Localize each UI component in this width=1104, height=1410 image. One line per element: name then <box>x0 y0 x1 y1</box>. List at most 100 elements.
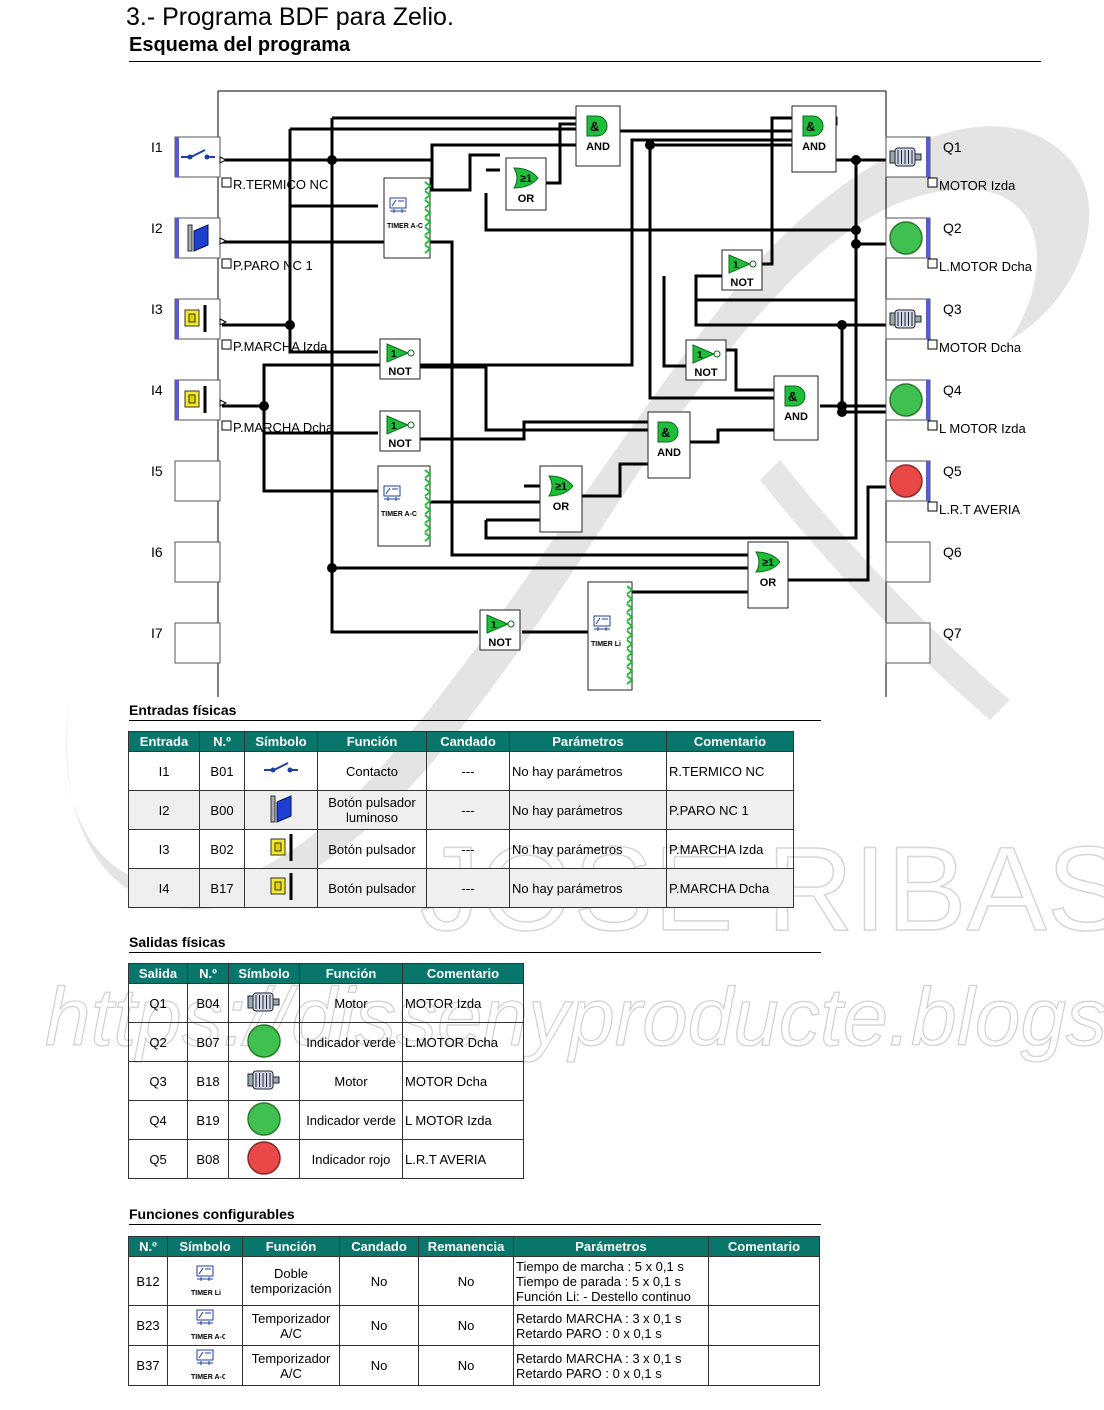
column-header: Remanencia <box>418 1236 514 1257</box>
pushbutton-icon <box>244 868 318 908</box>
and-gate-1[interactable]: &AND <box>575 105 621 167</box>
output-label: Q3 <box>943 301 962 317</box>
table-cell: No hay parámetros <box>509 790 667 830</box>
inputs-section-title: Entradas físicas <box>129 702 237 718</box>
pushbutton-icon <box>270 833 293 861</box>
table-cell: Q2 <box>128 1022 188 1062</box>
parameter-line: Retardo PARO : 0 x 0,1 s <box>516 1365 662 1381</box>
input-block-i1[interactable]: I1R.TERMICO NC <box>151 136 328 192</box>
table-cell <box>708 1345 820 1386</box>
input-label: I7 <box>151 625 163 641</box>
svg-text:TIMER Li: TIMER Li <box>591 641 621 648</box>
input-block-i7[interactable]: I7 <box>151 622 221 664</box>
input-block-i6[interactable]: I6 <box>151 541 221 583</box>
timer-icon: TIMER A-C <box>167 1345 243 1386</box>
table-cell: I2 <box>128 790 200 830</box>
svg-text:NOT: NOT <box>488 637 512 649</box>
svg-text:1: 1 <box>697 350 703 361</box>
outputs-section-title: Salidas físicas <box>129 934 226 950</box>
column-header: Función <box>299 963 403 984</box>
svg-text:OR: OR <box>760 577 777 589</box>
or-gate-2[interactable]: ≥1OR <box>539 465 583 533</box>
svg-text:NOT: NOT <box>388 366 412 378</box>
svg-text:1: 1 <box>491 620 497 631</box>
column-header: N.º <box>128 1236 168 1257</box>
table-cell: B07 <box>187 1022 229 1062</box>
or-gate-1[interactable]: ≥1OR <box>505 157 547 211</box>
input-block-i5[interactable]: I5 <box>151 460 221 502</box>
table-cell: Q5 <box>128 1139 188 1179</box>
table-cell: Doble temporización <box>242 1256 340 1306</box>
svg-text:OR: OR <box>518 193 535 205</box>
table-cell: --- <box>426 829 510 869</box>
output-block-q5[interactable]: Q5L.R.T AVERIA <box>885 460 1020 517</box>
timer-icon: TIMER Li <box>191 1265 221 1297</box>
contact-icon <box>244 751 318 791</box>
svg-text:NOT: NOT <box>388 438 412 450</box>
timer-ac-2[interactable]: TIMER A-C <box>377 465 432 547</box>
table-cell: No hay parámetros <box>509 751 667 791</box>
table-cell: B01 <box>199 751 245 791</box>
timer-icon: TIMER A-C <box>191 1309 227 1341</box>
input-label: I1 <box>151 139 163 155</box>
motor-icon <box>228 1061 300 1101</box>
svg-text:≥1: ≥1 <box>520 173 532 185</box>
table-cell: --- <box>426 751 510 791</box>
input-comment: P.PARO NC 1 <box>233 258 313 273</box>
input-comment: R.TERMICO NC <box>233 177 328 192</box>
output-block-q4[interactable]: Q4L MOTOR Izda <box>885 379 1026 436</box>
output-block-q2[interactable]: Q2L.MOTOR Dcha <box>885 217 1033 274</box>
input-label: I5 <box>151 463 163 479</box>
timer-li[interactable]: TIMER Li <box>587 581 634 691</box>
and-gate-2[interactable]: &AND <box>791 105 837 173</box>
svg-text:AND: AND <box>657 447 681 459</box>
output-block-q7[interactable]: Q7 <box>885 622 962 664</box>
inputs-section-divider <box>129 720 821 721</box>
svg-text:TIMER A-C: TIMER A-C <box>191 1334 225 1341</box>
or-gate-3[interactable]: ≥1OR <box>747 541 789 609</box>
output-comment: MOTOR Dcha <box>939 340 1022 355</box>
table-cell: B19 <box>187 1100 229 1140</box>
table-cell: Indicador rojo <box>299 1139 403 1179</box>
parameter-line: Retardo PARO : 0 x 0,1 s <box>516 1325 662 1341</box>
input-block-i2[interactable]: I2P.PARO NC 1 <box>151 217 313 273</box>
table-cell: No hay parámetros <box>509 868 667 908</box>
table-cell: MOTOR Dcha <box>402 1061 524 1101</box>
svg-text:NOT: NOT <box>730 277 754 289</box>
svg-text:NOT: NOT <box>694 367 718 379</box>
timer-icon: TIMER Li <box>167 1256 243 1306</box>
svg-text:AND: AND <box>802 141 826 153</box>
column-header: Parámetros <box>513 1236 709 1257</box>
and-gate-3[interactable]: &AND <box>773 375 819 441</box>
green-light-icon <box>228 1022 300 1062</box>
output-block-q6[interactable]: Q6 <box>885 541 962 583</box>
svg-text:AND: AND <box>586 141 610 153</box>
and-gate-4[interactable]: &AND <box>647 411 691 479</box>
table-cell: No <box>339 1305 419 1346</box>
column-header: Candado <box>426 731 510 752</box>
motor-icon <box>247 992 280 1011</box>
parameter-line: Función Li: - Destello continuo <box>516 1288 691 1304</box>
column-header: Salida <box>128 963 188 984</box>
table-cell: No <box>339 1256 419 1306</box>
input-comment: P.MARCHA Izda <box>233 339 328 354</box>
motor-icon <box>247 1070 280 1089</box>
table-cell: Botón pulsador luminoso <box>317 790 427 830</box>
timer-ac-1[interactable]: TIMER A-C <box>383 177 432 259</box>
